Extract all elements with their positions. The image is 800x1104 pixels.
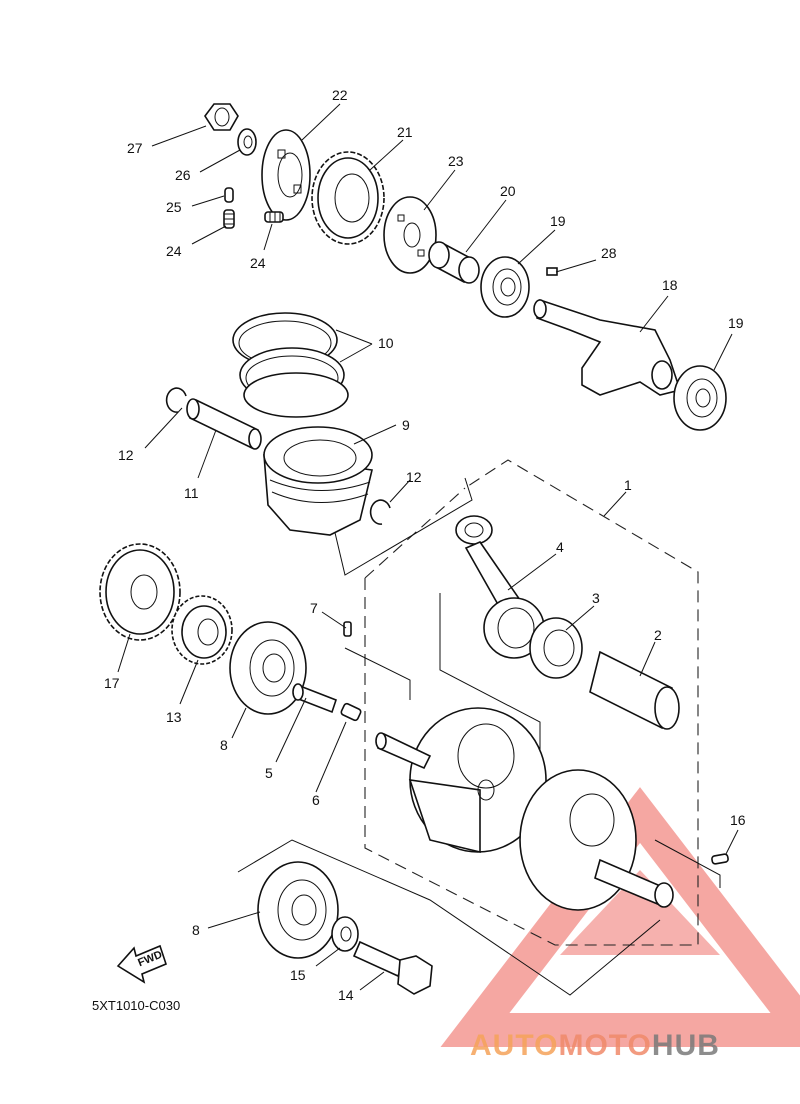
- part-4-connecting-rod: [455, 515, 545, 659]
- part-24-spring-b: [264, 211, 284, 223]
- callout-27: 27: [127, 140, 143, 156]
- part-24-spring-a: [223, 209, 235, 229]
- forward-direction-arrow: FWD: [116, 944, 167, 984]
- crank-web-right: [519, 769, 674, 911]
- leader-lines: [117, 103, 739, 991]
- callout-19-upper: 19: [550, 213, 566, 229]
- part-12-clip-right: [369, 499, 391, 525]
- part-21-gear: [311, 151, 385, 245]
- callout-6: 6: [312, 792, 320, 808]
- callout-17: 17: [104, 675, 120, 691]
- part-15-washer: [331, 916, 359, 952]
- callout-10: 10: [378, 335, 394, 351]
- part-16-key: [711, 853, 729, 865]
- callout-12-left: 12: [118, 447, 134, 463]
- part-17-gear: [99, 543, 181, 641]
- callout-7: 7: [310, 600, 318, 616]
- callout-24-left: 24: [166, 243, 182, 259]
- callout-22: 22: [332, 87, 348, 103]
- part-20-spacer: [428, 241, 480, 284]
- crankshaft-assembly-outline: [364, 459, 699, 946]
- watermark-moto: MOTO: [558, 1029, 651, 1062]
- part-18-balancer-shaft: [533, 298, 682, 396]
- bracket-lines: [237, 477, 721, 996]
- part-19-bearing-right: [673, 365, 727, 431]
- part-10-piston-rings: [232, 312, 349, 418]
- callout-24-right: 24: [250, 255, 266, 271]
- callout-26: 26: [175, 167, 191, 183]
- svg-text:AUTOMOTOHUB: AUTOMOTOHUB: [470, 1029, 720, 1062]
- callout-23: 23: [448, 153, 464, 169]
- part-9-piston: [263, 426, 373, 536]
- part-23-plate: [383, 196, 437, 274]
- part-12-clip-left: [165, 387, 187, 413]
- watermark-auto: AUTO: [470, 1029, 558, 1062]
- part-27-nut: [204, 103, 239, 131]
- part-19-bearing-upper: [480, 256, 530, 318]
- callout-16: 16: [730, 812, 746, 828]
- part-3-needle-bearing: [529, 617, 583, 679]
- callout-9: 9: [402, 417, 410, 433]
- part-28-key: [546, 267, 558, 276]
- part-2-crank-pin: [589, 650, 680, 730]
- callout-18: 18: [662, 277, 678, 293]
- diagram-code: 5XT1010-C030: [92, 998, 180, 1013]
- callout-2: 2: [654, 627, 662, 643]
- part-11-piston-pin: [186, 398, 262, 450]
- callout-8-upper: 8: [220, 737, 228, 753]
- watermark-text: AUTOMOTOHUB: [470, 1029, 720, 1062]
- callout-14: 14: [338, 987, 354, 1003]
- part-8-bearing-upper: [229, 621, 307, 715]
- watermark-hub: HUB: [652, 1029, 720, 1062]
- part-13-gear: [171, 595, 233, 665]
- callout-8-lower: 8: [192, 922, 200, 938]
- callout-28: 28: [601, 245, 617, 261]
- callout-4: 4: [556, 539, 564, 555]
- callout-5: 5: [265, 765, 273, 781]
- part-5-pin: [292, 683, 337, 714]
- callout-15: 15: [290, 967, 306, 983]
- watermark-logo: [440, 787, 800, 1047]
- callout-1: 1: [624, 477, 632, 493]
- callout-11: 11: [184, 485, 199, 501]
- callout-13: 13: [166, 709, 182, 725]
- crank-web-left: [375, 707, 547, 854]
- callout-25: 25: [166, 199, 182, 215]
- callout-3: 3: [592, 590, 600, 606]
- part-25-pin: [224, 187, 234, 203]
- part-7-dowel: [343, 621, 352, 637]
- part-6-spring: [340, 702, 362, 722]
- part-26-washer: [237, 128, 257, 156]
- callout-20: 20: [500, 183, 516, 199]
- callout-19-right: 19: [728, 315, 744, 331]
- part-14-bolt: [352, 940, 433, 995]
- callout-numbers: 27 26 25 24 24 22 21 23 20 19 28 18 19 1…: [104, 87, 746, 1003]
- part-8-bearing-lower: [257, 861, 339, 959]
- callout-21: 21: [397, 124, 413, 140]
- callout-12-right: 12: [406, 469, 422, 485]
- part-22-plate: [261, 129, 311, 221]
